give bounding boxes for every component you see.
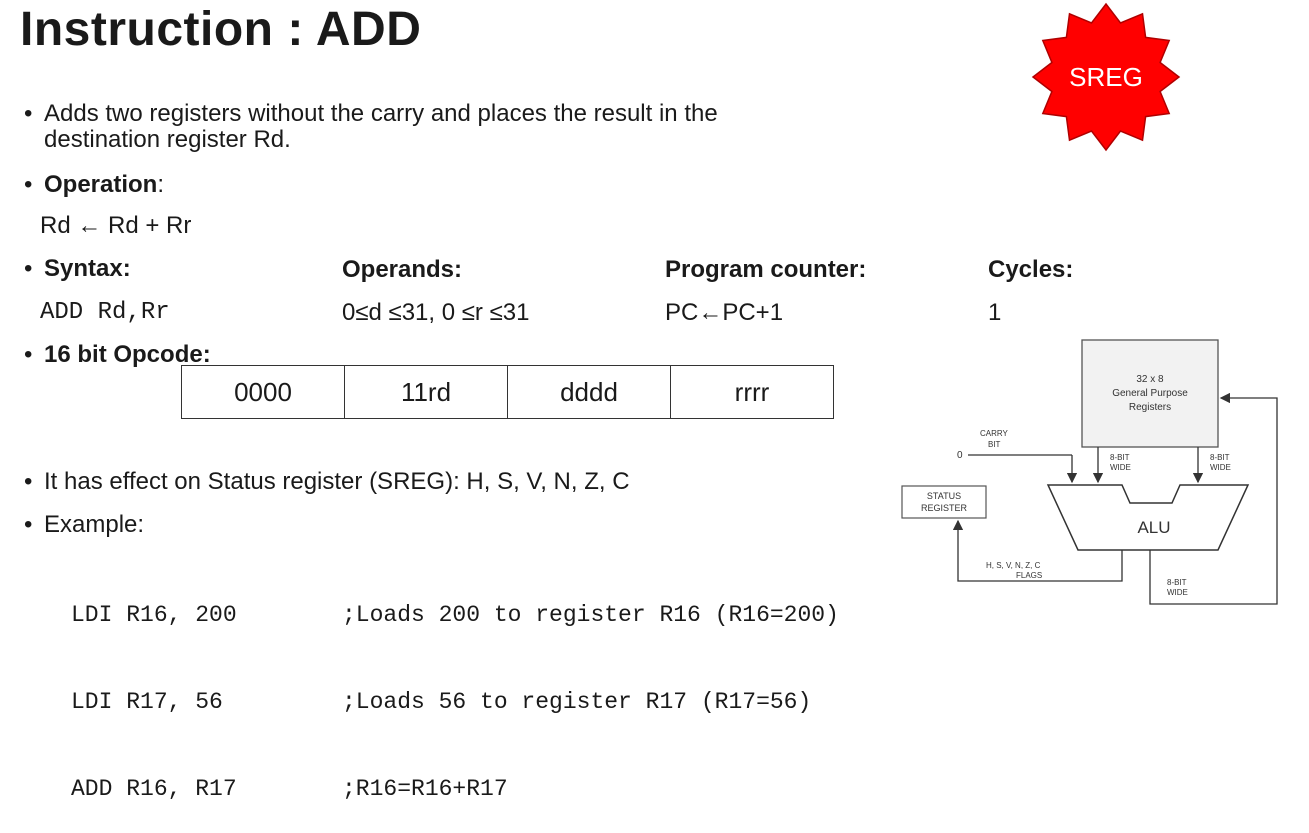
alu-label: ALU [1137, 518, 1170, 537]
opcode-cell-1: 0000 [181, 365, 345, 419]
flags-path [952, 519, 1123, 582]
output-feedback-path [1149, 392, 1278, 605]
code-instruction: LDI R17, 56 [71, 689, 223, 715]
zero-input-label: 0 [957, 450, 963, 461]
bullet-dot: • [24, 171, 33, 198]
operation-bullet: • Operation: [24, 171, 165, 198]
operation-colon: : [157, 171, 165, 198]
bullet-dot: • [24, 341, 33, 368]
sreg-effect-bullet: • It has effect on Status register (SREG… [24, 468, 630, 495]
flags-label-line-2: FLAGS [1016, 571, 1042, 580]
cycles-label: Cycles: [988, 256, 1074, 283]
opcode-cell-3: dddd [507, 365, 671, 419]
opcode-cell-2: 11rd [344, 365, 508, 419]
alu-diagram: 32 x 8 General Purpose Registers 8-BIT W… [901, 339, 1278, 605]
width-b-line-1: 8-BIT [1210, 453, 1230, 462]
operation-expression: Rd ← Rd + Rr [40, 212, 192, 239]
syntax-label: Syntax: [44, 255, 131, 282]
bullet-dot: • [24, 468, 33, 495]
code-instruction: LDI R16, 200 [71, 602, 237, 628]
syntax-bullet: • Syntax: [24, 255, 131, 282]
badge-label: SREG [1069, 62, 1143, 92]
code-comment: ;Loads 200 to register R16 (R16=200) [342, 602, 839, 628]
opcode-table: 0000 11rd dddd rrrr [181, 365, 834, 419]
code-instruction: ADD R16, R17 [71, 776, 237, 802]
register-file-line-2: General Purpose [1112, 388, 1188, 399]
example-code-instructions: LDI R16, 200 LDI R17, 56 ADD R16, R17 [71, 543, 237, 833]
syntax-value: ADD Rd,Rr [40, 299, 170, 326]
program-counter-value: PC←PC+1 [665, 299, 784, 326]
register-file-line-3: Registers [1129, 402, 1171, 413]
description-bullet: • Adds two registers without the carry a… [24, 100, 718, 153]
sreg-badge: SREG [1031, 2, 1181, 152]
cycles-value: 1 [988, 299, 1002, 326]
badge-star-shape [1031, 2, 1181, 152]
width-out-line-1: 8-BIT [1167, 578, 1187, 587]
bullet-dot: • [24, 511, 33, 538]
example-code-comments: ;Loads 200 to register R16 (R16=200) ;Lo… [342, 543, 839, 833]
operation-label: Operation [44, 171, 158, 198]
operands-label: Operands: [342, 256, 463, 283]
example-label: Example: [44, 511, 145, 538]
slide-title: Instruction : ADD [20, 3, 422, 56]
width-a-line-2: WIDE [1110, 463, 1131, 472]
bullet-dot: • [24, 255, 33, 282]
register-file-box [1081, 339, 1219, 448]
example-bullet: • Example: [24, 511, 145, 538]
sreg-effect-text: It has effect on Status register (SREG):… [44, 468, 630, 495]
description-line-2: destination register Rd. [44, 126, 291, 153]
program-counter-label: Program counter: [665, 256, 867, 283]
status-register-line-1: STATUS [927, 491, 961, 501]
code-comment: ;R16=R16+R17 [342, 776, 508, 802]
width-a-line-1: 8-BIT [1110, 453, 1130, 462]
opcode-bullet: • 16 bit Opcode: [24, 341, 211, 368]
bullet-dot: • [24, 100, 33, 127]
description-line-1: Adds two registers without the carry and… [44, 100, 718, 127]
status-register-box [901, 485, 987, 519]
opcode-cell-4: rrrr [670, 365, 834, 419]
alu-shape [1046, 484, 1250, 551]
carry-label-line-1: CARRY [980, 429, 1009, 438]
register-file-line-1: 32 x 8 [1136, 374, 1164, 385]
operands-value: 0≤d ≤31, 0 ≤r ≤31 [342, 299, 530, 326]
opcode-label: 16 bit Opcode: [44, 341, 211, 368]
flags-label-line-1: H, S, V, N, Z, C [986, 561, 1041, 570]
status-register-line-2: REGISTER [921, 503, 968, 513]
width-b-line-2: WIDE [1210, 463, 1231, 472]
carry-label-line-2: BIT [988, 440, 1001, 449]
width-out-line-2: WIDE [1167, 588, 1188, 597]
opcode-row: 0000 11rd dddd rrrr [181, 365, 834, 419]
code-comment: ;Loads 56 to register R17 (R17=56) [342, 689, 812, 715]
